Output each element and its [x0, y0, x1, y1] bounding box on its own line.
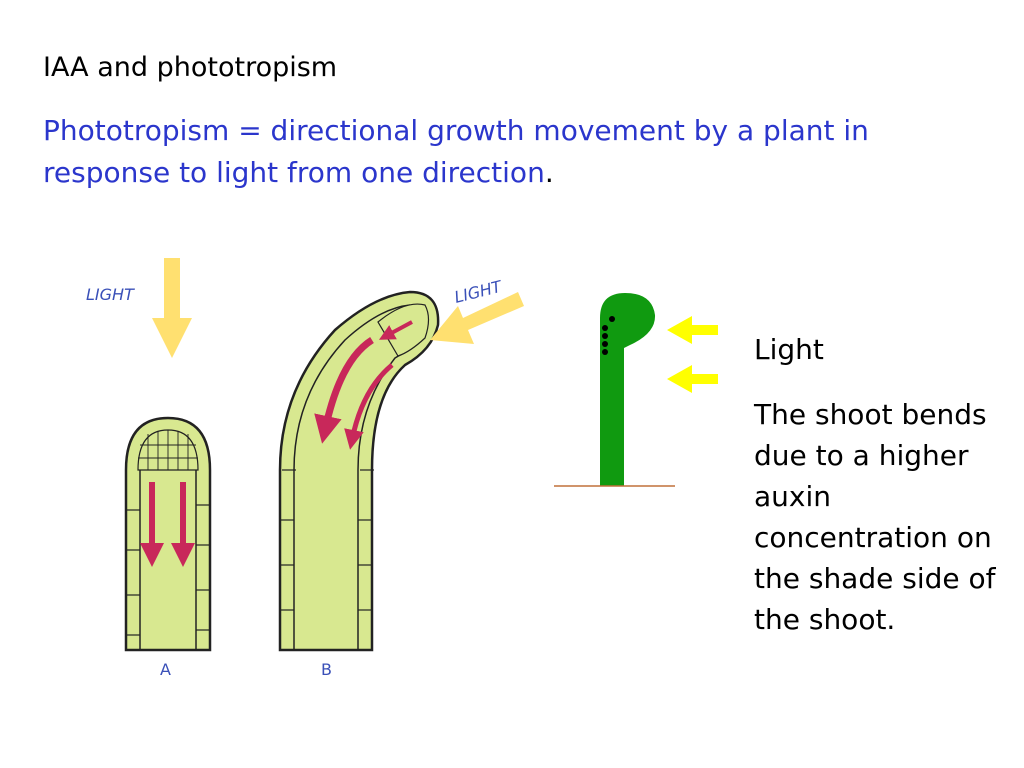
- coleoptile-b-outline: [278, 290, 440, 652]
- shoot-diagram: [554, 293, 718, 487]
- light-arrow-a: [152, 258, 192, 358]
- side-light-arrow-upper: [667, 316, 718, 344]
- coleoptile-a-cell-rows: [126, 504, 210, 636]
- auxin-arrow-b-left: [314, 337, 374, 444]
- auxin-arrow-b-tip: [378, 320, 413, 340]
- auxin-dots: [602, 316, 615, 355]
- slide-title: IAA and phototropism: [43, 52, 338, 83]
- coleoptile-b-tip-cells: [377, 303, 430, 357]
- panel-b-label: B: [321, 660, 332, 679]
- light-label-a: LIGHT: [86, 285, 135, 304]
- coleoptile-a-tip-grid: [138, 430, 198, 470]
- light-label: Light: [754, 333, 824, 366]
- definition-period: .: [544, 156, 554, 189]
- light-arrow-b: [430, 292, 524, 344]
- coleoptile-b-cell-wall-left: [293, 304, 411, 650]
- phototropism-definition: Phototropism = directional growth moveme…: [43, 110, 1003, 194]
- panel-a-label: A: [160, 660, 171, 679]
- coleoptile-a-outline: [124, 416, 212, 652]
- coleoptile-b: LIGHT B: [278, 277, 524, 679]
- side-light-arrow-lower: [667, 365, 718, 393]
- shoot-bending-explanation: The shoot bends due to a higher auxin co…: [754, 398, 996, 636]
- shoot-stem: [600, 293, 656, 486]
- coleoptile-b-cell-rows: [280, 469, 374, 611]
- definition-text: Phototropism = directional growth moveme…: [43, 114, 869, 189]
- coleoptile-a: LIGHT A: [86, 258, 212, 679]
- auxin-arrow-b-right: [344, 363, 394, 450]
